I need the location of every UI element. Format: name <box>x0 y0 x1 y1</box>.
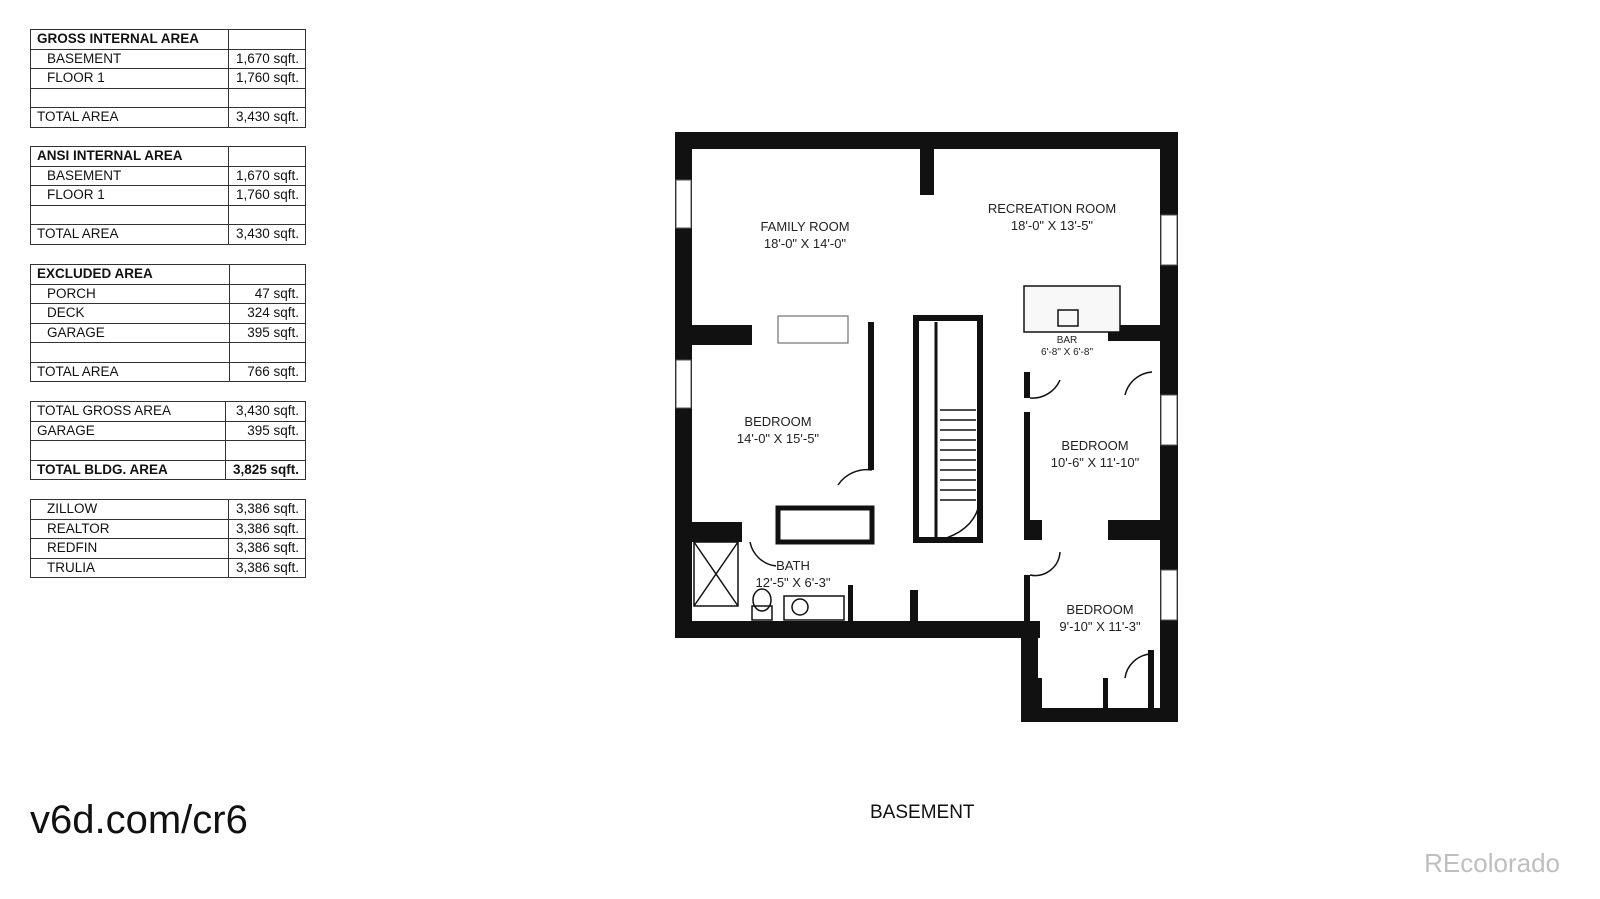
row-value: 3,825 sqft. <box>225 459 306 480</box>
row-label: TOTAL AREA <box>29 107 230 128</box>
room-bedroom-1-dims: 14'-0" X 15'-5" <box>737 431 820 446</box>
room-bar-name: BAR <box>1057 335 1078 346</box>
fixtures <box>693 285 1153 679</box>
room-bedroom-3-name: BEDROOM <box>1066 602 1133 617</box>
row-label: TRULIA <box>29 557 230 578</box>
row-value: 395 sqft. <box>225 420 306 441</box>
tour-link[interactable]: v6d.com/cr6 <box>30 798 248 842</box>
row-label: TOTAL BLDG. AREA <box>29 459 227 480</box>
row-label: TOTAL AREA <box>29 224 230 245</box>
row-label: TOTAL GROSS AREA <box>29 401 227 422</box>
room-family-room-dims: 18'-0" X 14'-0" <box>764 236 847 251</box>
room-family-room-name: FAMILY ROOM <box>760 219 849 234</box>
table-row <box>30 342 307 363</box>
row-label: ANSI INTERNAL AREA <box>29 146 230 167</box>
row-value: 766 sqft. <box>228 361 307 382</box>
floor-caption: BASEMENT <box>870 802 975 823</box>
interior-walls <box>692 149 1160 708</box>
room-recreation-room-name: RECREATION ROOM <box>988 201 1116 216</box>
room-bedroom-1-name: BEDROOM <box>744 414 811 429</box>
row-label: FLOOR 1 <box>29 68 230 89</box>
room-bath-name: BATH <box>776 558 810 573</box>
row-value: 3,430 sqft. <box>228 224 306 245</box>
room-bedroom-2-name: BEDROOM <box>1061 438 1128 453</box>
row-label: BASEMENT <box>29 165 230 186</box>
row-label: TOTAL AREA <box>30 361 230 382</box>
watermark: REcolorado <box>1424 848 1560 878</box>
row-label: REDFIN <box>29 538 230 559</box>
row-value: 3,430 sqft. <box>225 401 306 422</box>
room-bedroom-3-dims: 9'-10" X 11'-3" <box>1059 619 1141 634</box>
row-value: 3,386 sqft. <box>228 557 306 578</box>
row-value: 47 sqft. <box>228 283 307 304</box>
room-bath-dims: 12'-5" X 6'-3" <box>756 575 831 590</box>
room-bar-dims: 6'-8" X 6'-8" <box>1041 347 1094 358</box>
row-label: GARAGE <box>30 322 230 343</box>
room-recreation-room-dims: 18'-0" X 13'-5" <box>1011 218 1094 233</box>
room-bedroom-2-dims: 10'-6" X 11'-10" <box>1051 455 1140 470</box>
row-label: GARAGE <box>29 420 227 441</box>
windows <box>675 179 1178 621</box>
table-row: ANSI INTERNAL AREA <box>29 146 306 167</box>
row-value: 1,670 sqft. <box>228 165 306 186</box>
row-value: 1,760 sqft. <box>228 68 306 89</box>
row-value: 3,430 sqft. <box>228 107 306 128</box>
row-value: 324 sqft. <box>228 303 307 324</box>
table-row: GROSS INTERNAL AREA <box>29 29 306 50</box>
table-row <box>29 204 306 225</box>
row-label: REALTOR <box>29 518 230 539</box>
